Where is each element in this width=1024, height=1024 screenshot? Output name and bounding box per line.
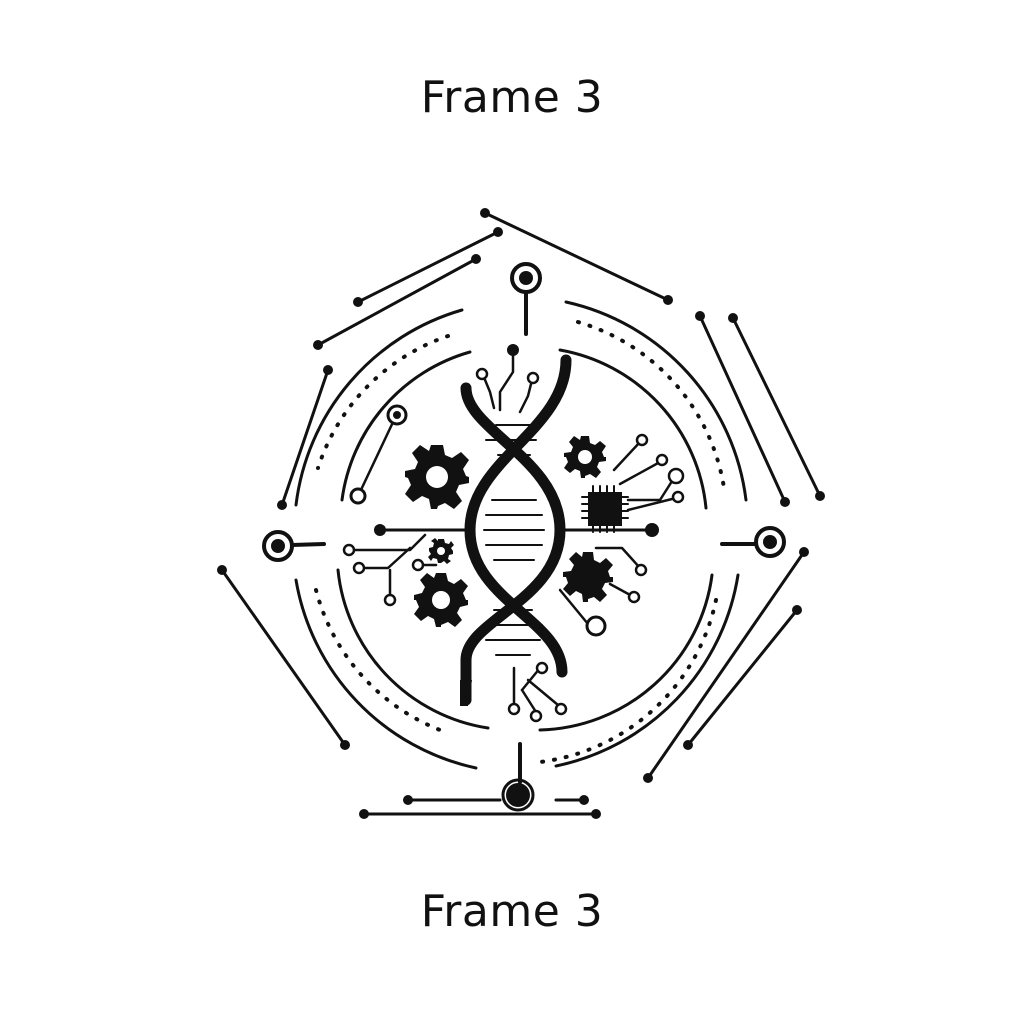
dotted-ring-arcs xyxy=(314,320,726,764)
outer-ring-arcs xyxy=(294,300,748,770)
frame-title-bottom: Frame 3 xyxy=(420,886,604,937)
gear-icon xyxy=(405,445,469,509)
node-right-icon xyxy=(720,526,786,558)
node-left-icon xyxy=(262,530,326,562)
outer-line-terminals xyxy=(217,208,825,819)
node-top-icon xyxy=(510,262,542,336)
node-bottom-icon xyxy=(501,742,535,812)
gear-icon xyxy=(428,538,454,564)
gear-icon xyxy=(563,552,613,602)
microchip-icon xyxy=(581,485,629,533)
cardinal-nodes xyxy=(262,262,786,812)
gear-icon xyxy=(564,436,606,478)
bottom-circuit-branches xyxy=(507,661,568,723)
left-circuit-branches xyxy=(342,404,472,607)
right-circuit-branches xyxy=(558,433,685,637)
dna-helix-icon xyxy=(460,354,572,706)
outer-circuit-lines xyxy=(220,211,822,816)
gear-icon xyxy=(414,573,468,627)
top-circuit-branches xyxy=(475,344,540,414)
frame-title-top: Frame 3 xyxy=(420,72,604,123)
